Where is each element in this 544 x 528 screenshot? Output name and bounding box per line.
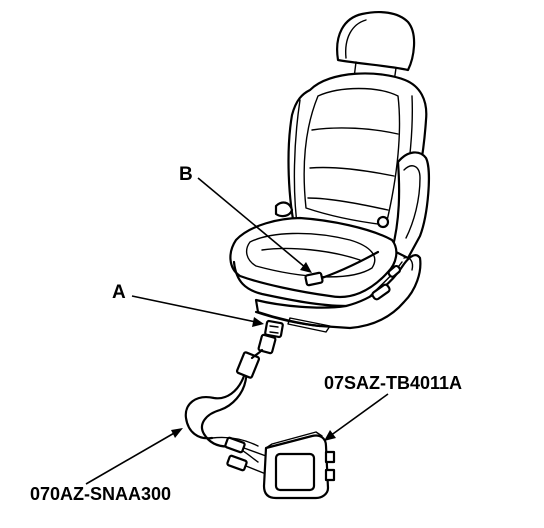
label-harness-part-number: 070AZ-SNAA300 — [30, 484, 171, 504]
headrest — [336, 11, 416, 83]
seat-base — [254, 254, 422, 333]
label-b: B — [179, 164, 193, 185]
leader-line-a — [131, 295, 264, 327]
seat-cushion — [229, 216, 398, 308]
front-seat — [229, 11, 430, 333]
connector-b — [304, 250, 380, 287]
leader-line-tester — [324, 393, 389, 441]
seat-side-shield — [376, 151, 430, 260]
connector-a — [264, 319, 284, 339]
leader-line-b — [197, 177, 312, 273]
label-tester-part-number: 07SAZ-TB4011A — [324, 373, 462, 393]
test-harness — [184, 333, 277, 475]
label-a: A — [112, 282, 126, 303]
test-box — [262, 431, 336, 500]
leader-line-harness — [85, 428, 183, 485]
seat-belt-buckle — [274, 201, 294, 218]
